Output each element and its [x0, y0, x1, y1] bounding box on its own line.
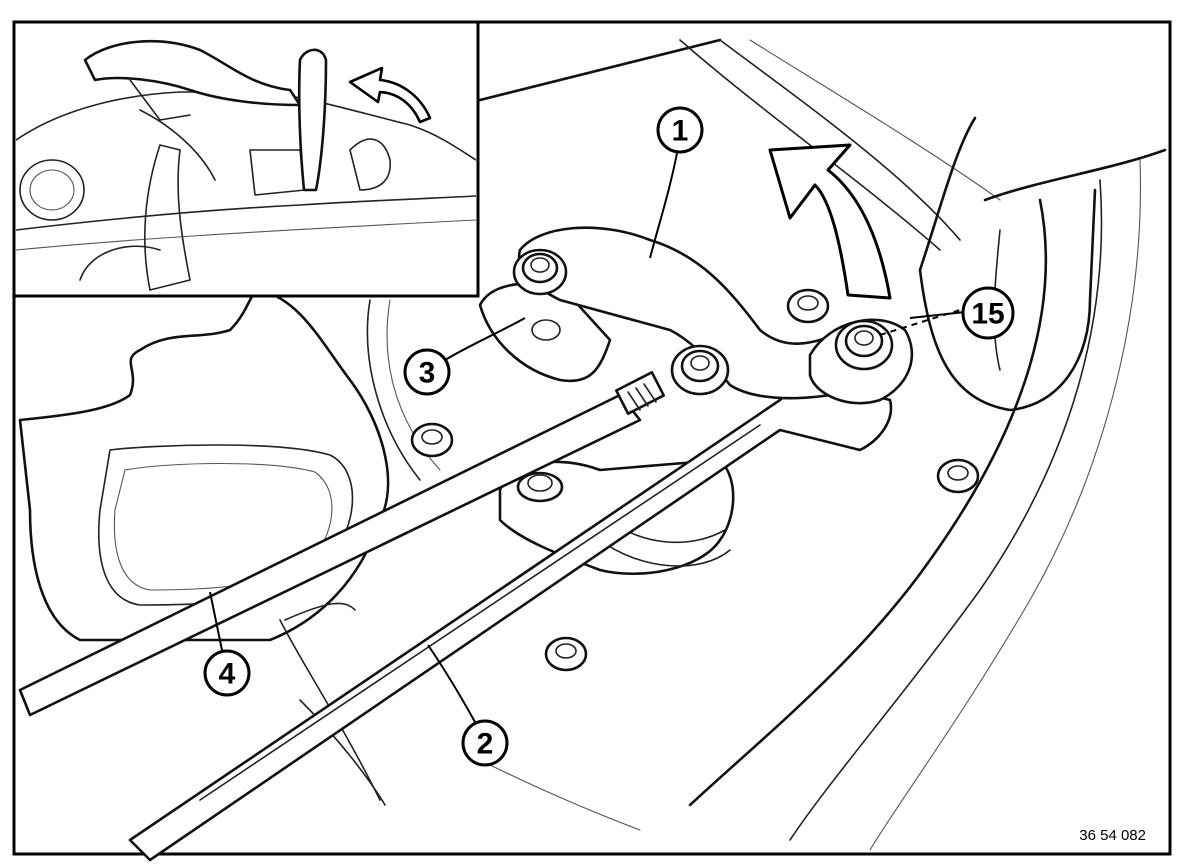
body-curve: [688, 198, 1048, 807]
rivet-nut: [410, 422, 454, 458]
body-curve: [789, 179, 1103, 841]
lever-2-edge: [199, 424, 761, 801]
rod-4: [18, 393, 642, 717]
rotation-arrow-icon: [768, 143, 892, 300]
callout-3-label: 3: [419, 357, 436, 390]
plate-3-hole: [531, 319, 561, 341]
windshield: [139, 109, 216, 181]
callout-4-label: 4: [219, 658, 236, 691]
panel-edge: [679, 39, 941, 251]
main-assembly-drawing: [18, 38, 1167, 862]
callout-2: 2: [427, 644, 509, 767]
body-curve: [869, 159, 1141, 851]
rivet-nut: [544, 636, 588, 672]
floor-pan: [18, 288, 390, 642]
rivet-nut: [936, 458, 980, 494]
roof-frame-strut: [129, 79, 191, 121]
car-body-line: [16, 195, 476, 231]
panel-edge: [719, 39, 961, 241]
figure-number: 36 54 082: [1079, 827, 1146, 844]
steering-wheel-inner: [29, 169, 75, 211]
bolt-upper: [512, 248, 568, 296]
diagram-frame: [12, 20, 1172, 856]
panel-edge: [366, 299, 421, 481]
callout-2-label: 2: [477, 728, 494, 761]
car-body-line: [16, 219, 476, 251]
panel-edge: [478, 38, 722, 102]
inset-overview: [12, 20, 480, 298]
plate-3: [478, 281, 612, 383]
bolt-15: [834, 319, 894, 371]
seat: [79, 245, 161, 281]
callout-15-label: 15: [971, 298, 1004, 331]
panel-edge: [299, 699, 386, 806]
top-lid: [297, 48, 328, 192]
mounting-base-rim: [599, 539, 731, 567]
rotation-arrow-icon: [348, 66, 432, 124]
inset-frame: [12, 20, 480, 298]
steering-wheel: [19, 159, 85, 221]
bolt-rod-joint: [670, 344, 730, 396]
callout-4: 4: [203, 591, 251, 697]
rear-seat: [349, 138, 391, 191]
panel-edge: [479, 759, 641, 831]
rivet-nut: [786, 288, 830, 324]
panel-edge: [279, 619, 381, 801]
panel-edge: [284, 602, 356, 621]
callout-1: 1: [649, 106, 704, 259]
seat: [144, 144, 191, 291]
base-nut-hole: [527, 474, 553, 492]
callout-1-label: 1: [672, 115, 689, 148]
callout-3: 3: [403, 317, 526, 396]
body-curve: [918, 188, 1097, 412]
body-curve: [918, 116, 977, 272]
rod-thread: [627, 383, 657, 411]
roof-frame: [83, 40, 302, 107]
floor-recess: [97, 444, 354, 606]
callout-15: 15: [909, 286, 1015, 340]
body-curve: [983, 148, 1167, 202]
panel-edge: [749, 39, 1001, 201]
